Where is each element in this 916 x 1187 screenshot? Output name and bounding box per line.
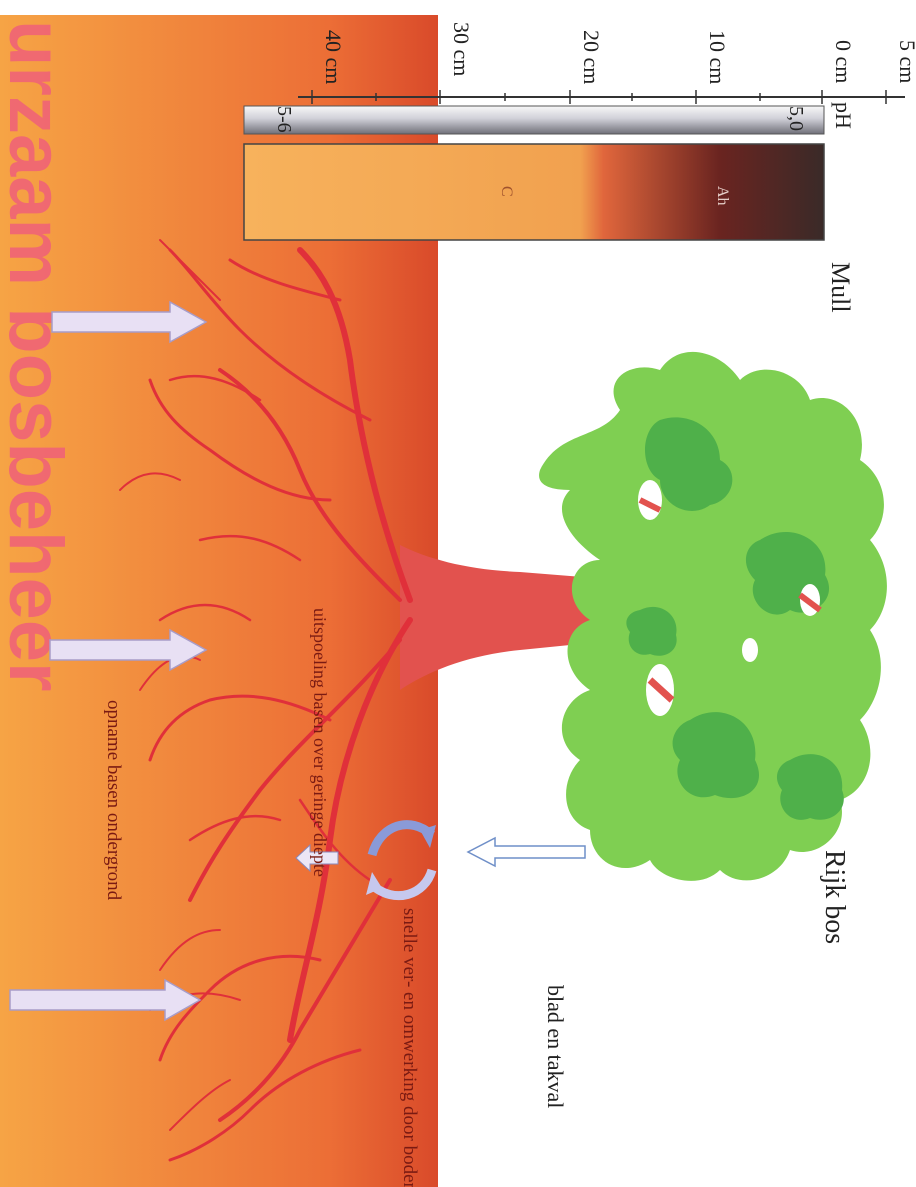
ph-top-value: 5,0 (785, 106, 807, 131)
ph-label: pH (831, 102, 856, 129)
ph-bar (244, 106, 824, 134)
depth-tick-0cm: 0 cm (831, 40, 856, 83)
humus-type-label: Mull (826, 262, 855, 313)
ph-bottom-value: 5-6 (273, 106, 295, 133)
horizon-column (244, 144, 824, 240)
horizon-c: C (498, 186, 515, 197)
fauna-label-text: snelle ver- en omwerking door bodemfauna (399, 908, 420, 1187)
depth-tick-10cm: 10 cm (705, 30, 730, 84)
watermark: urzaam bosbeheer (0, 20, 78, 692)
depth-tick-40cm: 40 cm (321, 30, 346, 84)
leaching-label: uitspoeling basen over geringe diepte (310, 608, 330, 877)
litter-arrow (468, 838, 585, 866)
horizon-ah: Ah (714, 186, 731, 206)
depth-tick-20cm: 20 cm (579, 30, 604, 84)
uptake-label: opname basen ondergrond (103, 700, 124, 901)
depth-tick-30cm: 30 cm (449, 22, 474, 76)
litter-label: blad en takval (543, 985, 568, 1108)
tree-canopy (539, 352, 887, 881)
fauna-label: snelle ver- en omwerking door bodemfauna (399, 908, 420, 1187)
depth-tick-5cm: 5 cm (895, 40, 916, 83)
diagram-title: Rijk bos (819, 850, 850, 944)
